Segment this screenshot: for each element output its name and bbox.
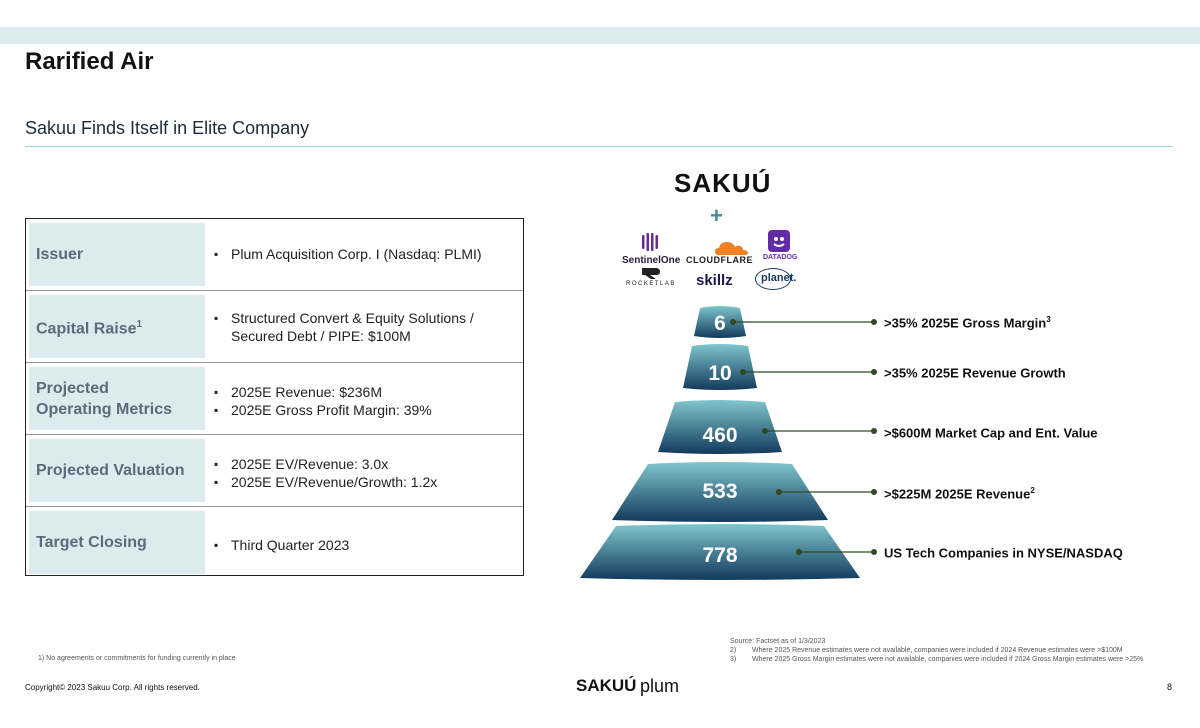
footer-sakuu-logo: SAKUÚ bbox=[576, 676, 637, 695]
page-subtitle: Sakuu Finds Itself in Elite Company bbox=[25, 118, 310, 138]
row-value-cell: 2025E Revenue: $236M 2025E Gross Profit … bbox=[214, 367, 514, 446]
pyramid-tier bbox=[612, 462, 828, 522]
tier-criteria-label: >$225M 2025E Revenue2 bbox=[884, 486, 1035, 502]
footnote-marker: 1 bbox=[136, 318, 143, 330]
row-bullet: Plum Acquisition Corp. I (Nasdaq: PLMI) bbox=[214, 245, 514, 263]
connector-dot bbox=[740, 369, 746, 375]
datadog-logo: DATADOG bbox=[763, 254, 798, 261]
tier-company-count: 778 bbox=[702, 544, 737, 567]
row-label-cell: Target Closing bbox=[29, 511, 205, 574]
tier-criteria-label: US Tech Companies in NYSE/NASDAQ bbox=[884, 545, 1123, 561]
planet-logo: planet. bbox=[761, 272, 797, 284]
table-row-issuer: Issuer Plum Acquisition Corp. I (Nasdaq:… bbox=[26, 219, 523, 290]
tier-company-count: 460 bbox=[702, 424, 737, 447]
tier-company-count: 10 bbox=[708, 362, 731, 385]
company-filter-pyramid: 6 10 460 533 778 bbox=[580, 306, 877, 580]
row-label: Target Closing bbox=[36, 534, 147, 551]
sentinelone-logo: SentinelOne bbox=[622, 255, 681, 266]
row-label: Issuer bbox=[36, 246, 84, 263]
connector-dot bbox=[776, 489, 782, 495]
tier-criteria-label: >35% 2025E Gross Margin3 bbox=[884, 315, 1051, 331]
connector-dot bbox=[762, 428, 768, 434]
row-bullet: Third Quarter 2023 bbox=[214, 536, 514, 554]
row-label-cell: Capital Raise1 bbox=[29, 295, 205, 358]
note-text: Where 2025 Gross Margin estimates were n… bbox=[752, 656, 1144, 663]
table-row-capital-raise: Capital Raise1 Structured Convert & Equi… bbox=[26, 290, 523, 362]
tier-company-count: 6 bbox=[714, 312, 726, 335]
sakuu-logo: SAKUÚ bbox=[674, 168, 772, 198]
table-row-valuation: Projected Valuation 2025E EV/Revenue: 3.… bbox=[26, 434, 523, 506]
pyramid-tier bbox=[694, 306, 746, 338]
connector-dot bbox=[871, 549, 877, 555]
row-label-line: Projected bbox=[36, 379, 109, 397]
page-title: Rarified Air bbox=[25, 48, 154, 75]
page-number: 8 bbox=[1167, 682, 1173, 692]
connector-dot bbox=[871, 489, 877, 495]
header-band bbox=[0, 27, 1200, 44]
source-line: Source: Factset as of 1/3/2023 bbox=[730, 638, 826, 645]
tier-company-count: 533 bbox=[702, 480, 737, 503]
note-number: 3) bbox=[730, 656, 737, 663]
row-bullet: 2025E Revenue: $236M bbox=[214, 383, 514, 401]
plus-sign: + bbox=[710, 203, 723, 228]
source-notes: Source: Factset as of 1/3/2023 2) Where 2… bbox=[730, 637, 1143, 664]
row-label-cell: Issuer bbox=[29, 223, 205, 286]
footer-plum-logo: plum bbox=[640, 676, 680, 696]
table-row-target-closing: Target Closing Third Quarter 2023 bbox=[26, 506, 523, 578]
connector-dot bbox=[796, 549, 802, 555]
title-divider bbox=[25, 146, 1173, 147]
row-bullet: 2025E Gross Profit Margin: 39% bbox=[214, 401, 514, 419]
planet-ring-icon bbox=[755, 268, 791, 290]
copyright: Copyright© 2023 Sakuu Corp. All rights r… bbox=[25, 683, 200, 692]
row-bullet: 2025E EV/Revenue/Growth: 1.2x bbox=[214, 473, 514, 491]
rocketlab-logo: ROCKETLAB bbox=[626, 281, 676, 287]
row-label: Projected Valuation bbox=[36, 462, 185, 479]
connector-dot bbox=[871, 428, 877, 434]
pyramid-tier bbox=[658, 400, 782, 454]
sentinelone-mark-icon bbox=[640, 232, 662, 257]
pyramid-tier bbox=[580, 524, 860, 580]
row-label-cell: Projected Valuation bbox=[29, 439, 205, 502]
cloudflare-logo: CLOUDFLARE bbox=[686, 255, 753, 265]
row-label: Capital Raise bbox=[36, 320, 137, 338]
tier-criteria-label: >$600M Market Cap and Ent. Value bbox=[884, 425, 1098, 441]
note-text: Where 2025 Revenue estimates were not av… bbox=[752, 647, 1123, 654]
connector-dot bbox=[730, 319, 736, 325]
row-value-cell: Structured Convert & Equity Solutions / … bbox=[214, 295, 514, 372]
row-label-cell: Projected Operating Metrics bbox=[29, 367, 205, 430]
table-row-operating-metrics: Projected Operating Metrics 2025E Revenu… bbox=[26, 362, 523, 434]
row-value-cell: Plum Acquisition Corp. I (Nasdaq: PLMI) bbox=[214, 223, 514, 308]
row-bullet: 2025E EV/Revenue: 3.0x bbox=[214, 455, 514, 473]
skillz-logo: skillz bbox=[696, 272, 733, 289]
tier-criteria-label: >35% 2025E Revenue Growth bbox=[884, 365, 1066, 381]
footnote: 1) No agreements or commitments for fund… bbox=[38, 655, 236, 662]
row-value-cell: Third Quarter 2023 bbox=[214, 511, 514, 599]
note-number: 2) bbox=[730, 647, 737, 654]
cloudflare-cloud-icon bbox=[714, 240, 750, 261]
connector-dot bbox=[871, 369, 877, 375]
datadog-mark-icon bbox=[767, 229, 791, 258]
row-label-line: Operating Metrics bbox=[36, 400, 173, 418]
row-bullet: Structured Convert & Equity Solutions / … bbox=[214, 309, 514, 345]
row-value-cell: 2025E EV/Revenue: 3.0x 2025E EV/Revenue/… bbox=[214, 439, 514, 518]
rocketlab-mark-icon bbox=[640, 266, 662, 285]
connector-dot bbox=[871, 319, 877, 325]
pyramid-tier bbox=[683, 344, 757, 390]
deal-summary-table: Issuer Plum Acquisition Corp. I (Nasdaq:… bbox=[25, 218, 524, 576]
